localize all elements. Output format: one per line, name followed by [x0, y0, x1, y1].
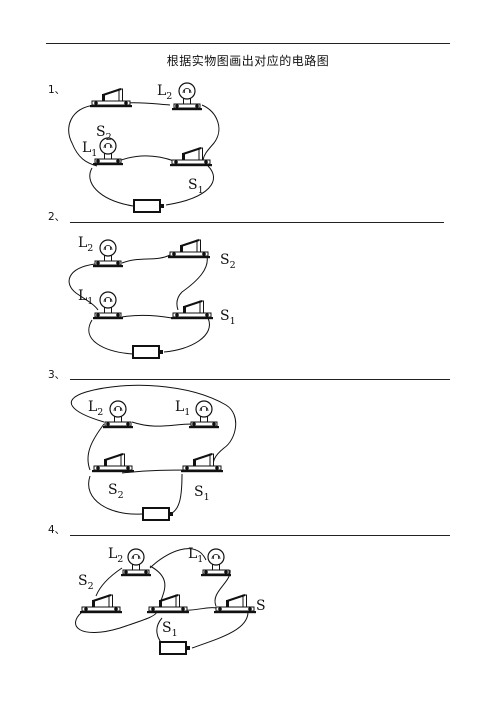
switch-s2 — [91, 453, 135, 474]
bulb-l2 — [102, 400, 134, 429]
label-l1: L1 — [82, 140, 97, 159]
battery — [159, 641, 191, 655]
divider-2 — [70, 222, 444, 223]
label-l2: L2 — [157, 83, 172, 102]
circuit-2 — [68, 252, 210, 355]
question-number-3: 3、 — [48, 369, 66, 381]
switch-s — [213, 594, 257, 615]
battery — [142, 507, 174, 521]
switch-s2 — [89, 88, 133, 109]
page-title: 根据实物图画出对应的电路图 — [166, 54, 330, 68]
label-l1: L1 — [175, 399, 190, 418]
label-s1: S1 — [194, 484, 210, 503]
switch-s1 — [146, 594, 190, 615]
circuit-1 — [68, 102, 220, 207]
bulb-l2 — [171, 82, 203, 111]
label-s2: S2 — [220, 252, 236, 271]
label-l1: L1 — [188, 546, 203, 565]
bulb-l1 — [188, 400, 220, 429]
label-s1: S1 — [188, 177, 204, 196]
battery — [132, 345, 164, 359]
top-rule — [46, 43, 450, 44]
label-l2: L2 — [88, 399, 103, 418]
label-s2: S2 — [96, 124, 112, 143]
switch-s2 — [79, 594, 123, 615]
label-s: S — [256, 598, 266, 614]
bulb-l1 — [200, 548, 232, 577]
bulb-l2 — [120, 548, 152, 577]
label-l2: L2 — [108, 546, 123, 565]
label-s1: S1 — [162, 620, 178, 639]
switch-s1 — [180, 453, 224, 474]
divider-3 — [70, 379, 450, 380]
divider-4 — [70, 535, 450, 536]
label-l2: L2 — [78, 235, 93, 254]
battery — [133, 199, 165, 213]
label-s2: S2 — [78, 573, 94, 592]
question-number-2: 2、 — [48, 211, 66, 223]
bulb-l1 — [92, 291, 124, 320]
switch-s2 — [167, 239, 211, 260]
question-number-1: 1、 — [48, 84, 66, 96]
bulb-l2 — [92, 239, 124, 268]
label-s2: S2 — [108, 482, 124, 501]
label-s1: S1 — [220, 308, 236, 327]
switch-s1 — [169, 147, 213, 168]
label-l1: L1 — [78, 288, 93, 307]
question-number-4: 4、 — [48, 524, 66, 536]
